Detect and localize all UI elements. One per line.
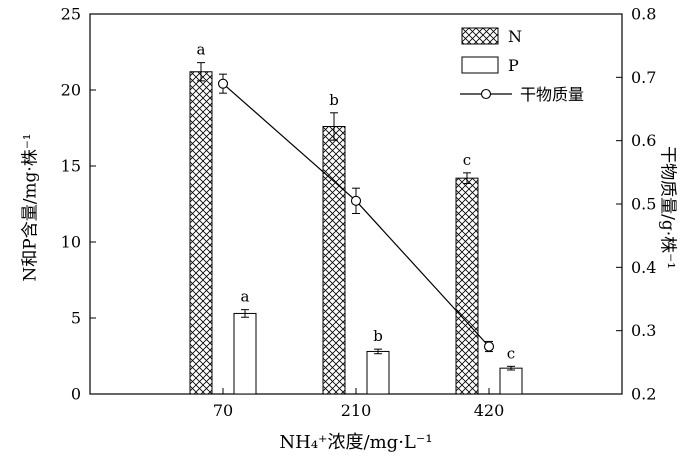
x-axis-title: NH₄⁺浓度/mg·L⁻¹ <box>279 432 433 453</box>
left-tick-label: 5 <box>71 309 81 328</box>
right-tick-label: 0.7 <box>631 68 656 87</box>
x-tick-label: 70 <box>213 401 233 420</box>
significance-letter: c <box>507 344 515 362</box>
significance-letter: b <box>329 91 339 109</box>
legend-swatch-marker <box>480 88 492 100</box>
left-tick-label: 10 <box>61 233 81 252</box>
right-tick-label: 0.8 <box>631 5 656 24</box>
left-tick-label: 15 <box>61 157 81 176</box>
significance-letter: a <box>241 288 250 306</box>
left-tick-label: 25 <box>61 5 81 24</box>
legend-label: N <box>508 27 522 46</box>
n-bar <box>455 177 479 395</box>
n-bar <box>189 71 213 395</box>
dry-matter-point <box>483 341 495 352</box>
n-bar <box>322 125 346 395</box>
left-tick-label: 20 <box>61 81 81 100</box>
right-tick-label: 0.3 <box>631 321 656 340</box>
x-tick-label: 210 <box>341 401 372 420</box>
significance-letter: b <box>373 327 383 345</box>
right-axis-title: 干物质量/g·株⁻¹ <box>657 146 678 269</box>
legend-swatch-n <box>461 27 499 45</box>
significance-letter: c <box>463 151 471 169</box>
p-bar <box>233 312 257 395</box>
right-tick-label: 0.4 <box>631 258 656 277</box>
significance-letter: a <box>197 41 206 59</box>
right-tick-label: 0.5 <box>631 195 656 214</box>
dry-matter-point <box>217 78 229 89</box>
dry-matter-point <box>350 195 362 206</box>
p-bar <box>499 367 523 395</box>
right-tick-label: 0.2 <box>631 385 656 404</box>
dry-matter-line <box>222 83 490 347</box>
x-tick-label: 420 <box>474 401 505 420</box>
p-bar <box>366 350 390 395</box>
legend-label: 干物质量 <box>520 85 584 104</box>
legend-label: P <box>508 56 519 75</box>
right-tick-label: 0.6 <box>631 131 656 150</box>
left-tick-label: 0 <box>71 385 81 404</box>
left-axis-title: N和P含量/mg·株⁻¹ <box>20 133 41 282</box>
legend-swatch-p <box>461 56 499 74</box>
